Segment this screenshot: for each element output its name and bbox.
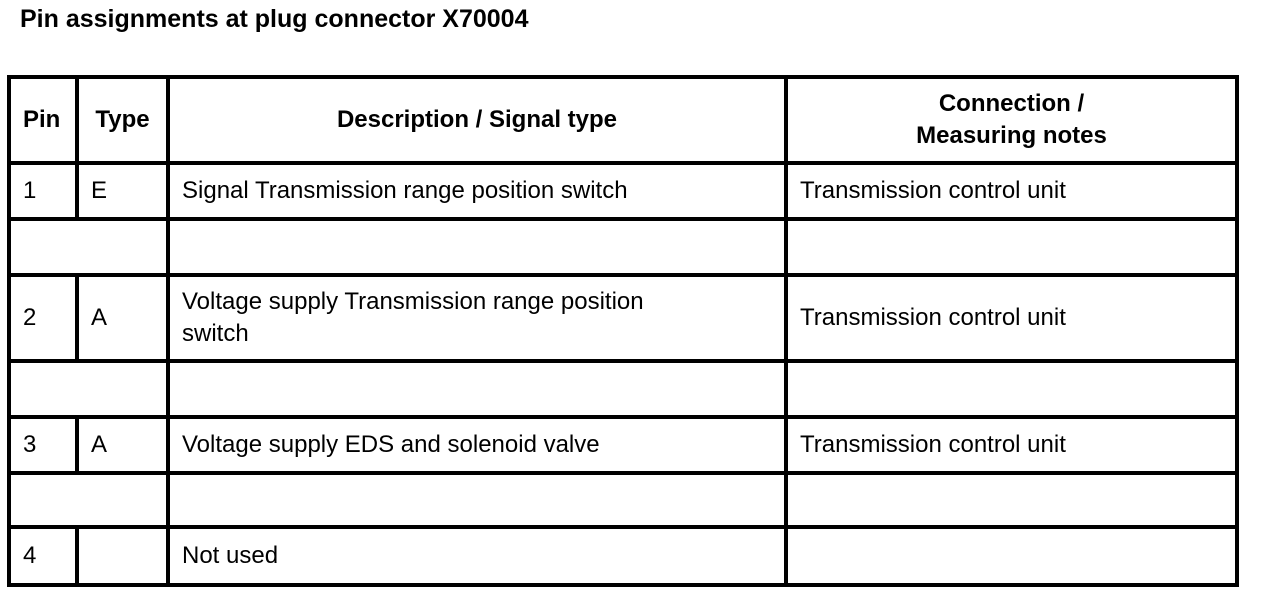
- spacer-cell: [166, 217, 788, 277]
- connection-cell: [784, 525, 1239, 587]
- description-cell: Signal Transmission range position switc…: [166, 161, 788, 221]
- spacer-row: [7, 471, 1239, 529]
- header-connection: Connection / Measuring notes: [784, 75, 1239, 165]
- pin-assignment-table: Pin Type Description / Signal type Conne…: [7, 75, 1239, 587]
- spacer-cell: [784, 471, 1239, 529]
- connection-cell: Transmission control unit: [784, 161, 1239, 221]
- description-line1: Voltage supply Transmission range positi…: [182, 288, 644, 315]
- pin-cell: 1: [7, 161, 79, 221]
- spacer-row: [7, 359, 1239, 419]
- pin-cell: 2: [7, 273, 79, 363]
- table-header-row: Pin Type Description / Signal type Conne…: [7, 75, 1239, 165]
- description-cell: Not used: [166, 525, 788, 587]
- type-cell: E: [75, 161, 170, 221]
- pin-cell: 3: [7, 415, 79, 475]
- spacer-cell: [784, 359, 1239, 419]
- header-connection-line2: Measuring notes: [916, 122, 1107, 149]
- spacer-cell: [7, 359, 170, 419]
- connection-cell: Transmission control unit: [784, 273, 1239, 363]
- table-row: 3 A Voltage supply EDS and solenoid valv…: [7, 415, 1239, 475]
- header-connection-line1: Connection /: [938, 90, 1085, 117]
- spacer-cell: [7, 217, 170, 277]
- type-cell: A: [75, 415, 170, 475]
- connection-cell: Transmission control unit: [784, 415, 1239, 475]
- table-row: 2 A Voltage supply Transmission range po…: [7, 273, 1239, 363]
- spacer-row: [7, 217, 1239, 277]
- pin-cell: 4: [7, 525, 79, 587]
- spacer-cell: [784, 217, 1239, 277]
- spacer-cell: [7, 471, 170, 529]
- table-row: 4 Not used: [7, 525, 1239, 587]
- table-row: 1 E Signal Transmission range position s…: [7, 161, 1239, 221]
- type-cell: A: [75, 273, 170, 363]
- spacer-cell: [166, 471, 788, 529]
- header-description: Description / Signal type: [166, 75, 788, 165]
- type-cell: [75, 525, 170, 587]
- description-line2: switch: [182, 320, 249, 347]
- page-title: Pin assignments at plug connector X70004: [20, 5, 529, 33]
- description-cell: Voltage supply EDS and solenoid valve: [166, 415, 788, 475]
- header-pin: Pin: [7, 75, 79, 165]
- spacer-cell: [166, 359, 788, 419]
- description-cell: Voltage supply Transmission range positi…: [166, 273, 788, 363]
- header-type: Type: [75, 75, 170, 165]
